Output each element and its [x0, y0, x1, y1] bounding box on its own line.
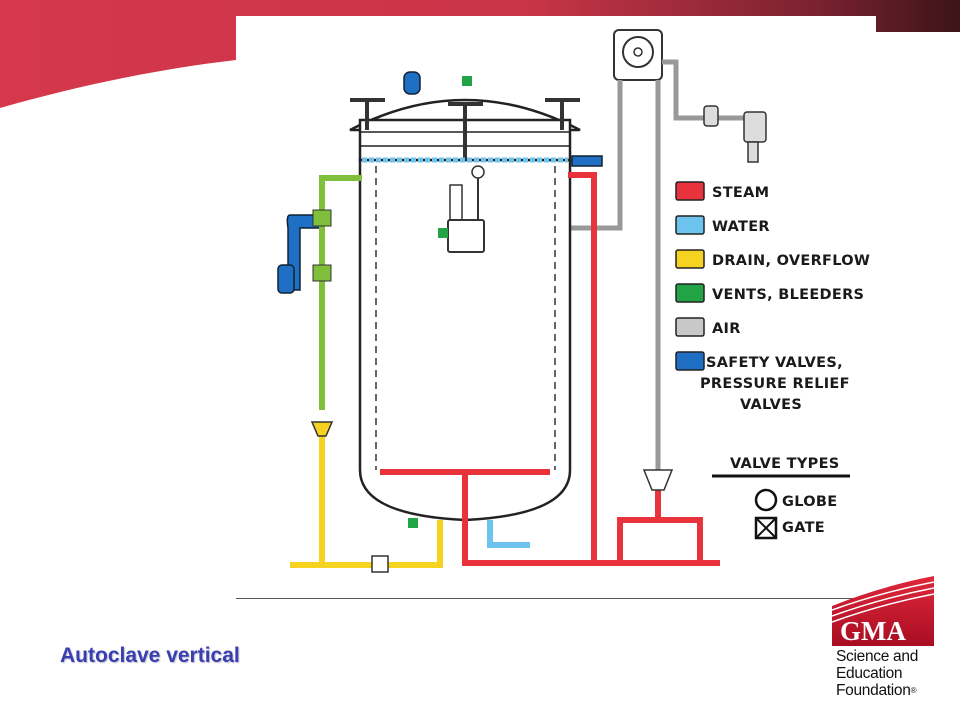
- logo-line-2: Education: [836, 665, 903, 682]
- legend-label-drain: DRAIN, OVERFLOW: [712, 253, 870, 269]
- valve-type-globe: GLOBE: [782, 494, 837, 510]
- legend-swatch-drain: [675, 249, 705, 269]
- slide-caption: Autoclave vertical: [60, 644, 240, 667]
- legend-label-water: WATER: [712, 219, 770, 235]
- legend-label-air: AIR: [712, 321, 741, 337]
- legend-label-safety-1: SAFETY VALVES,: [706, 355, 843, 371]
- legend-swatch-water: [675, 215, 705, 235]
- legend-swatch-steam: [675, 181, 705, 201]
- legend-label-steam: STEAM: [712, 185, 769, 201]
- valve-types-title: VALVE TYPES: [730, 456, 840, 472]
- logo-line-3: Foundation: [836, 682, 911, 699]
- drain-lines: [290, 436, 443, 568]
- water-drain-line: [487, 520, 530, 548]
- vent-lines: [312, 76, 472, 528]
- valve-type-gate: GATE: [782, 520, 825, 536]
- gate-valve-symbol: [754, 516, 778, 540]
- steam-lines: [380, 172, 720, 566]
- registered-mark: ®: [910, 686, 917, 695]
- gma-logo-text: GMA: [840, 616, 906, 646]
- safety-valves: [277, 71, 603, 294]
- legend-label-safety-2: PRESSURE RELIEF: [700, 376, 850, 392]
- recorder-gauge: [613, 29, 663, 81]
- vessel: [349, 98, 581, 522]
- globe-valve-symbol: [754, 488, 778, 512]
- gma-logo-mark: GMA: [832, 576, 934, 646]
- gma-organization-name: Science and Education Foundation®: [836, 648, 946, 699]
- air-valve: [703, 105, 767, 163]
- drain-gate-valve: [371, 555, 389, 573]
- legend-swatch-air: [675, 317, 705, 337]
- legend-swatch-safety: [675, 351, 705, 371]
- controller-box: [447, 165, 485, 253]
- logo-line-1: Science and: [836, 648, 919, 665]
- drain-funnel: [310, 421, 334, 437]
- legend-swatch-vents: [675, 283, 705, 303]
- legend-label-safety-3: VALVES: [740, 397, 802, 413]
- legend-label-vents: VENTS, BLEEDERS: [712, 287, 864, 303]
- steam-gauge: [642, 469, 674, 491]
- legend: STEAM WATER DRAIN, OVERFLOW VENTS, BLEED…: [675, 181, 870, 540]
